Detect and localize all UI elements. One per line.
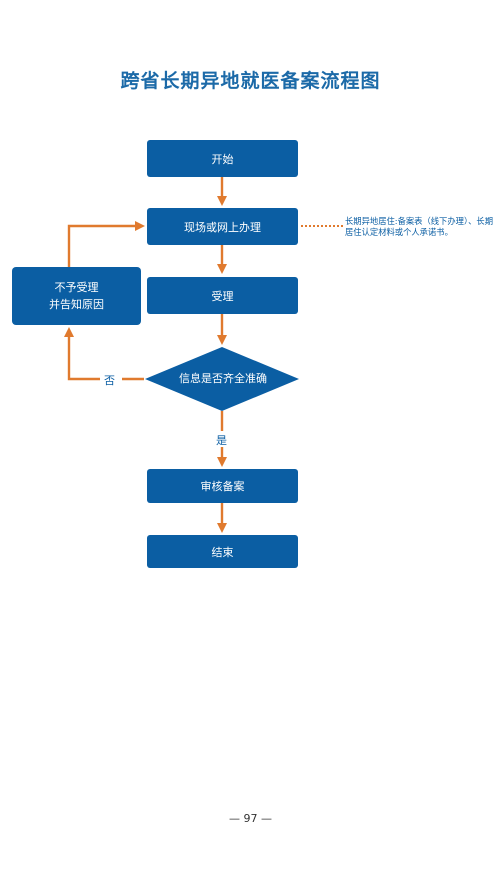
accept-node: 受理 [147,277,298,314]
reject-node-line1: 不予受理 [54,281,99,294]
end-node-label: 结束 [211,545,234,559]
accept-node-label: 受理 [211,289,234,303]
reject-node-line2: 并告知原因 [49,298,104,311]
reject-node: 不予受理 并告知原因 [12,267,141,325]
apply-node: 现场或网上办理 [147,208,298,245]
no-edge-label: 否 [104,374,115,387]
decision-node-label: 信息是否齐全准确 [179,372,267,385]
end-node: 结束 [147,535,298,568]
yes-label-bg [213,431,231,447]
arrow-reject-to-apply [67,221,145,268]
apply-node-label: 现场或网上办理 [184,220,261,234]
no-label-bg [100,371,122,387]
page-title: 跨省长期异地就医备案流程图 [120,70,381,92]
start-node-label: 开始 [211,152,234,166]
start-node: 开始 [147,140,298,177]
requirements-note: 长期异地居住:备案表（线下办理）、长期居住认定材料或个人承诺书。 [345,216,493,237]
review-node: 审核备案 [147,469,298,503]
page-number: — 97 — [229,812,272,825]
review-node-label: 审核备案 [200,480,245,493]
yes-edge-label: 是 [216,434,227,447]
decision-diamond [145,347,299,411]
